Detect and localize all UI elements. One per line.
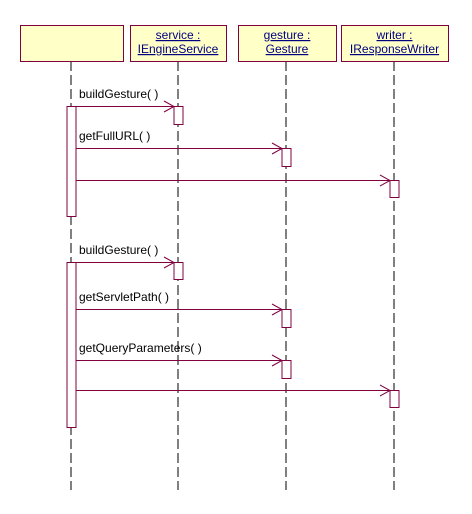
message-2[interactable]: getFullURL( ) (76, 129, 284, 155)
activation-service (173, 262, 184, 280)
object-label-writer: IResponseWriter (350, 42, 439, 56)
object-box-service (130, 25, 227, 62)
message-arrowhead (163, 100, 176, 113)
message-arrowhead (379, 384, 392, 397)
message-label: buildGesture( ) (79, 243, 158, 257)
object-box-writer (341, 25, 449, 62)
activation-writer (389, 180, 400, 198)
object-label-gesture: Gesture (266, 42, 309, 56)
message-label: getServletPath( ) (79, 290, 169, 304)
message-6[interactable]: getQueryParameters( ) (76, 341, 284, 367)
activation-client (66, 106, 77, 217)
object-label-gesture: gesture : (264, 28, 311, 42)
activation-service (173, 106, 184, 125)
messages: buildGesture( ) getFullURL( ) buildGesture… (76, 87, 392, 397)
activation-writer (389, 390, 400, 408)
message-label: getFullURL( ) (79, 129, 150, 143)
message-arrowhead (163, 256, 176, 269)
object-writer[interactable]: writer :IResponseWriter (341, 25, 449, 62)
object-box-client (20, 25, 124, 62)
message-arrowhead (271, 142, 284, 155)
activation-client (66, 262, 77, 428)
message-label: getQueryParameters( ) (79, 341, 202, 355)
object-label-service: IEngineService (138, 42, 219, 56)
activation-bars (66, 106, 400, 428)
activation-gesture (281, 309, 292, 328)
message-arrowhead (379, 174, 392, 187)
object-client[interactable] (20, 25, 124, 62)
object-box-gesture (238, 25, 337, 62)
message-3[interactable] (76, 174, 392, 187)
activation-gesture (281, 360, 292, 379)
object-label-writer: writer : (376, 28, 413, 42)
message-arrowhead (271, 303, 284, 316)
object-service[interactable]: service :IEngineService (130, 25, 227, 62)
message-5[interactable]: getServletPath( ) (76, 290, 284, 316)
message-arrowhead (271, 354, 284, 367)
message-label: buildGesture( ) (79, 87, 158, 101)
object-label-service: service : (156, 28, 201, 42)
activation-gesture (281, 148, 292, 167)
message-1[interactable]: buildGesture( ) (76, 87, 176, 113)
message-4[interactable]: buildGesture( ) (76, 243, 176, 269)
lifelines (70, 61, 395, 490)
object-gesture[interactable]: gesture :Gesture (238, 25, 337, 62)
message-7[interactable] (76, 384, 392, 397)
